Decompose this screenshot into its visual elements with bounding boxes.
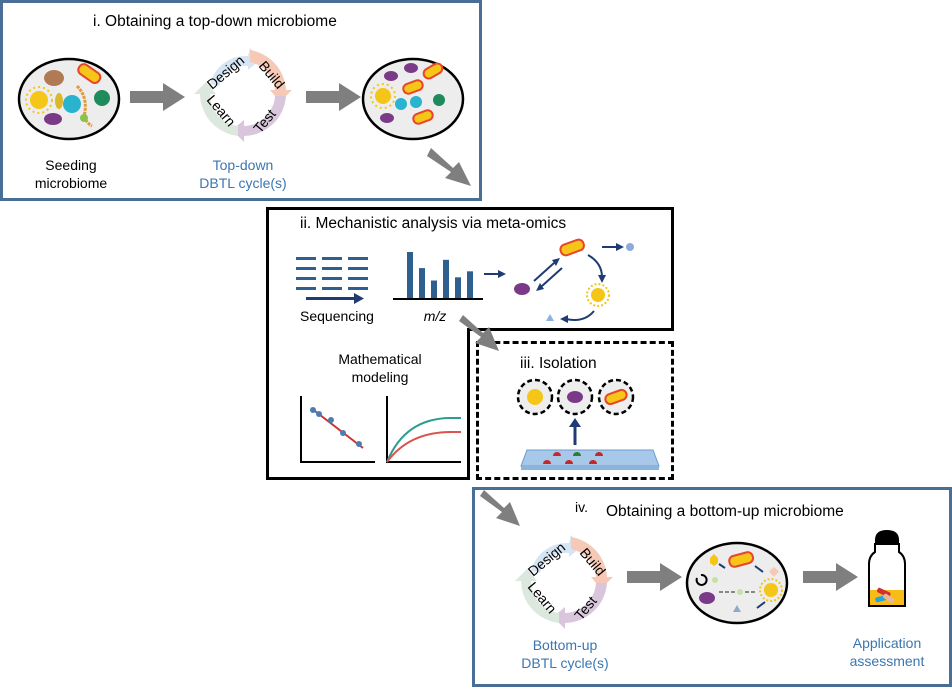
cycle-segment-build bbox=[571, 537, 613, 589]
mz-peak-bar bbox=[419, 268, 425, 298]
flow-arrow-icon bbox=[803, 563, 858, 591]
flow-arrow-icon bbox=[130, 83, 185, 111]
dbtl-cycle-top-down: Design Build Test Learn bbox=[194, 48, 292, 142]
isolated-strains bbox=[516, 378, 660, 470]
small-green-microbe-icon bbox=[80, 114, 88, 122]
cyan-microbe-icon bbox=[63, 95, 81, 113]
flow-arrow-icon bbox=[306, 83, 361, 111]
cycle-segment-design bbox=[210, 48, 260, 86]
mz-axis-label: m/z bbox=[423, 308, 447, 324]
flow-arrow-icon bbox=[627, 563, 682, 591]
cycle-segment-test bbox=[232, 96, 286, 142]
mz-peak-bar bbox=[467, 271, 473, 298]
growth-curves-plot bbox=[386, 396, 461, 463]
cycle-segment-build bbox=[250, 50, 292, 102]
mz-peak-bar bbox=[443, 259, 449, 298]
isolated-purple-microbe-icon bbox=[556, 378, 594, 416]
blue-metabolite-icon bbox=[626, 243, 634, 251]
flow-arrow-diagonal-icon bbox=[459, 315, 499, 351]
metabolic-interaction-network bbox=[484, 238, 634, 323]
brown-microbe-icon bbox=[44, 70, 64, 86]
panel-meta-omics-title: ii. Mechanistic analysis via meta-omics bbox=[300, 215, 567, 232]
seeding-microbiome-label: Seeding microbiome bbox=[34, 157, 108, 191]
cycle-label-design: Design bbox=[525, 539, 569, 579]
enriched-microbiome-dish bbox=[361, 57, 465, 141]
network-arrow-icon bbox=[602, 243, 624, 251]
yellow-microbe-icon bbox=[586, 283, 610, 307]
panel-top-down-title: i. Obtaining a top-down microbiome bbox=[93, 13, 337, 30]
flow-arrow-diagonal-icon bbox=[427, 148, 471, 186]
rod-bacterium-icon bbox=[559, 238, 585, 257]
purple-microbe-icon bbox=[44, 113, 62, 125]
dbtl-cycle-bottom-up: Design Build Test Learn bbox=[515, 535, 613, 629]
panel-isolation-title: iii. Isolation bbox=[520, 355, 597, 372]
application-assessment-label: Application assessment bbox=[849, 635, 925, 669]
purple-microbe-icon bbox=[514, 283, 530, 295]
seeding-microbiome-dish bbox=[17, 57, 121, 141]
bottom-up-cycle-label: Bottom-up DBTL cycle(s) bbox=[521, 637, 609, 671]
panel-top-down: i. Obtaining a top-down microbiome Desig… bbox=[0, 0, 482, 201]
sequencing-reads-icon bbox=[296, 257, 368, 304]
data-point-marks bbox=[310, 407, 362, 447]
mz-peak-bar bbox=[455, 277, 461, 298]
mz-peak-bar bbox=[431, 280, 437, 298]
mz-peak-bar bbox=[407, 252, 413, 298]
cycle-label-design: Design bbox=[204, 52, 248, 92]
mathematical-modeling-label: Mathematical modeling bbox=[338, 351, 422, 385]
cycle-segment-learn bbox=[194, 82, 238, 136]
mz-spectrum-chart bbox=[393, 252, 483, 300]
flow-arrow-diagonal-icon bbox=[480, 490, 520, 526]
sequencing-direction-arrow-icon bbox=[306, 293, 364, 304]
cycle-segment-test bbox=[553, 583, 607, 629]
bean-microbe-icon bbox=[55, 93, 63, 109]
panel-bottom-up-title-prefix: iv. bbox=[575, 499, 588, 515]
sequencing-label: Sequencing bbox=[300, 308, 374, 324]
agar-plate-icon bbox=[520, 449, 660, 470]
triangle-metabolite-icon bbox=[546, 314, 554, 321]
cycle-segment-design bbox=[531, 535, 581, 573]
cycle-segment-learn bbox=[515, 569, 559, 623]
panel-bottom-up-title: Obtaining a bottom-up microbiome bbox=[606, 503, 844, 520]
network-arrow-icon bbox=[484, 270, 506, 278]
synthetic-community-dish bbox=[685, 541, 789, 625]
rod-bacterium-icon bbox=[77, 63, 102, 85]
isolated-yellow-microbe-icon bbox=[516, 378, 554, 416]
yellow-microbe-icon bbox=[25, 86, 53, 114]
isolated-rod-bacterium-icon bbox=[597, 378, 635, 416]
isolation-arrow-icon bbox=[569, 418, 581, 445]
panel-bottom-up: iv. Obtaining a bottom-up microbiome Des… bbox=[472, 487, 952, 687]
application-bottle-icon bbox=[868, 530, 906, 607]
top-down-cycle-label: Top-down DBTL cycle(s) bbox=[199, 157, 287, 191]
green-microbe-icon bbox=[94, 90, 110, 106]
linear-regression-plot bbox=[300, 396, 375, 463]
